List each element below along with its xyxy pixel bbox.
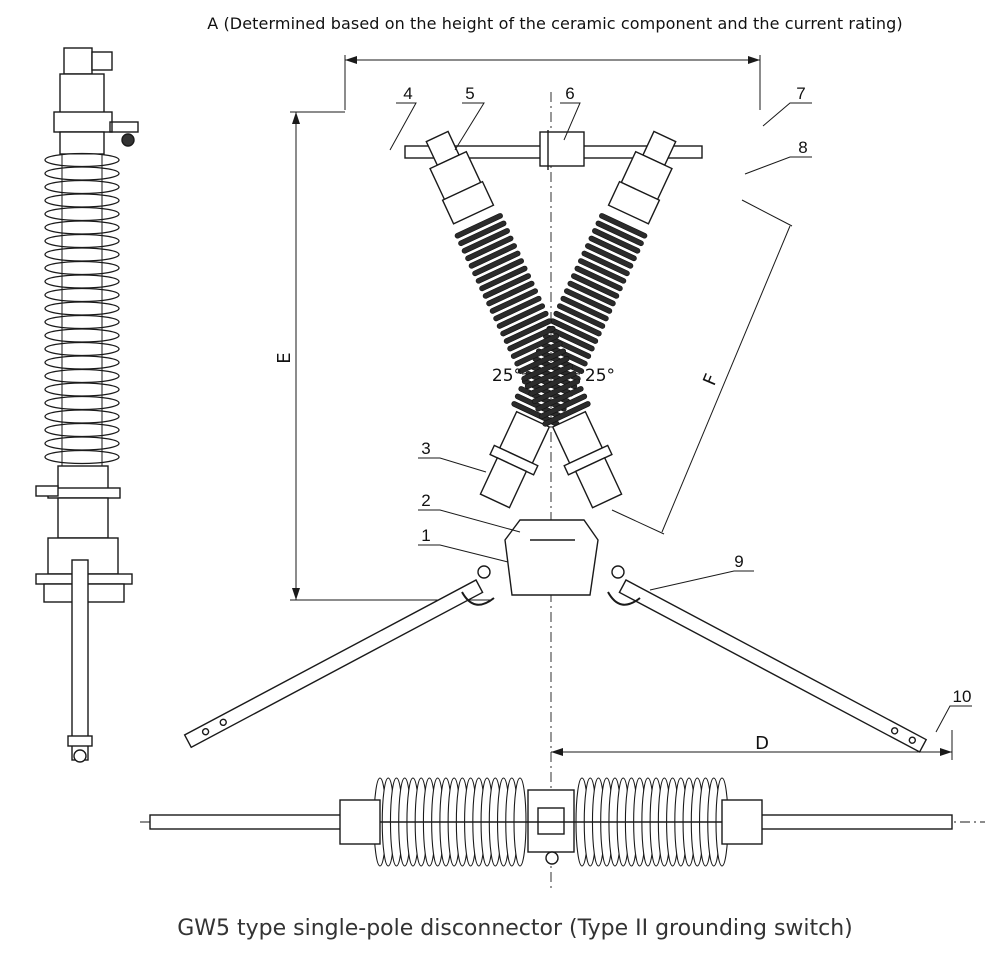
angle-left-label: 25° [492,366,522,386]
insulator-shed [493,295,542,322]
insulator-shed [574,265,623,292]
figure-caption: GW5 type single-pole disconnector (Type … [177,916,853,941]
insulator-shed [571,273,620,299]
insulator-shed [44,233,120,249]
insulator-shed [44,314,120,330]
right-insulator-sheds [454,213,591,427]
insulator-shed [44,301,120,316]
side-view [35,47,139,763]
insulator-shed [44,287,120,303]
insulator-shed [535,386,584,412]
insulator-shed [528,371,577,397]
dimension-a-note: A (Determined based on the height of the… [207,14,903,33]
callout-10: 10 [953,687,972,706]
dimension-f-label: F [699,371,722,389]
insulator-shed [458,220,507,247]
callout-7: 7 [796,84,805,103]
insulator-shed [461,228,510,254]
insulator-shed [503,318,553,344]
dimension-d-label: D [755,733,769,754]
callout-2: 2 [421,491,430,510]
insulator-shed [521,356,570,382]
insulator-shed [44,260,120,276]
insulator-shed [592,228,641,254]
callout-1: 1 [421,526,430,545]
plan-view [140,777,985,867]
insulator-shed [564,288,613,314]
insulator-shed [44,436,120,451]
insulator-shed [524,363,574,389]
insulator-shed [595,220,644,247]
insulator-shed [468,243,517,269]
callout-numbers: 1 2 3 4 5 6 7 8 9 10 [403,84,971,706]
insulator-shed [44,179,120,195]
callout-6: 6 [565,84,574,103]
insulator-shed [479,265,528,292]
insulator-shed [585,243,634,269]
callout-9: 9 [734,552,743,571]
insulator-shed [510,333,560,359]
insulator-shed [542,401,591,427]
dimension-e-label: E [274,352,295,363]
insulator-shed [507,325,556,352]
plan-insulator-right [575,777,729,867]
insulator-shed [500,310,549,337]
insulator-shed [486,280,535,307]
insulator-shed [44,328,120,343]
insulator-shed [581,250,630,277]
insulator-shed [531,378,581,405]
insulator-shed [599,213,648,239]
insulator-shed [514,340,563,367]
callout-8: 8 [798,138,807,157]
insulator-shed [588,235,637,262]
insulator-shed [44,193,120,208]
insulator-shed [44,355,120,370]
insulator-shed [465,235,514,262]
insulator-shed [454,213,503,239]
insulator-shed [44,395,120,411]
callout-3: 3 [421,439,430,458]
insulator-shed [578,258,627,284]
callout-5: 5 [465,84,474,103]
insulator-shed [567,280,616,307]
insulator-shed [553,310,602,337]
insulator-shed [472,250,521,277]
insulator-shed [44,409,120,424]
callout-4: 4 [403,84,412,103]
side-insulator-sheds [44,152,120,469]
insulator-shed [44,274,120,289]
insulator-shed [557,303,606,329]
insulator-shed [44,368,120,384]
insulator-shed [44,247,120,262]
insulator-shed [44,166,120,181]
insulator-shed [489,288,538,314]
insulator-shed [44,152,120,168]
insulator-shed [560,295,609,322]
callout-leaders [389,102,972,733]
insulator-shed [44,206,120,222]
insulator-shed [475,258,524,284]
insulator-shed [44,422,120,438]
insulator-shed [538,393,588,420]
insulator-shed [546,325,595,352]
front-view [183,55,953,890]
insulator-shed [44,341,120,357]
insulator-shed [44,449,120,465]
insulator-shed [44,220,120,235]
angle-right-label: 25° [585,366,615,386]
insulator-shed [517,348,567,374]
insulator-shed [496,303,545,329]
insulator-shed [482,273,531,299]
insulator-shed [44,382,120,397]
